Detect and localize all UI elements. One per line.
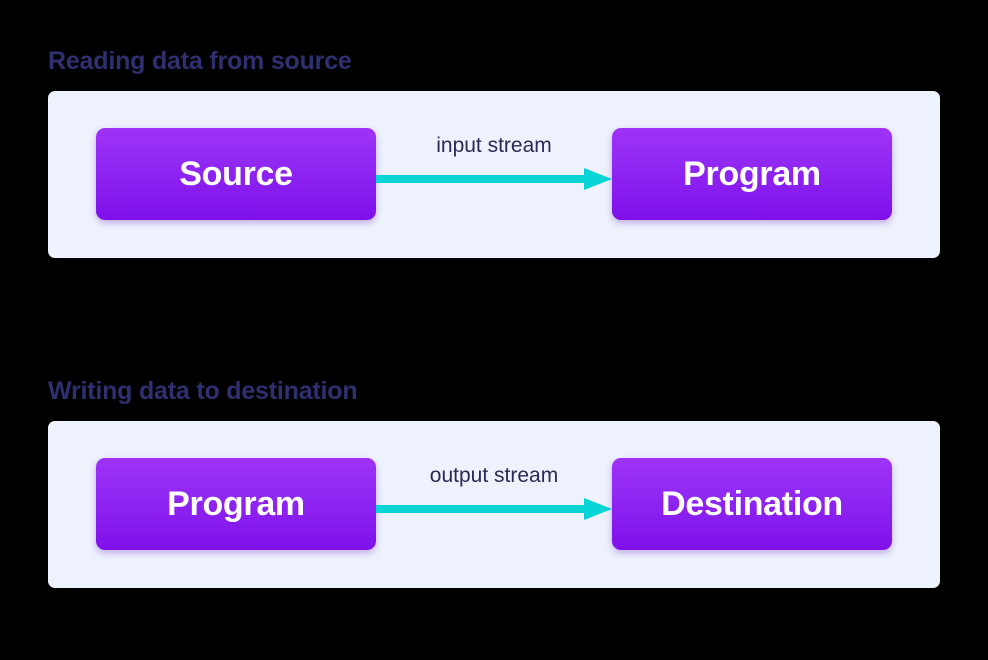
arrow-right-icon [376,168,612,190]
node-program-reading: Program [612,128,892,220]
arrow-right-icon [376,498,612,520]
node-destination-label: Destination [661,485,843,523]
diagram-panel-writing: Program output stream Destination [48,421,940,588]
arrow-output-stream: output stream [376,458,612,550]
diagram-panel-reading: Source input stream Program [48,91,940,258]
section-title-writing: Writing data to destination [48,377,358,405]
arrow-label-input-stream: input stream [436,134,552,157]
arrow-input-stream: input stream [376,128,612,220]
section-writing-data: Writing data to destination Program outp… [0,374,988,588]
section-reading-data: Reading data from source Source input st… [0,44,988,258]
section-title-reading: Reading data from source [48,47,352,75]
node-source: Source [96,128,376,220]
node-source-label: Source [179,155,293,193]
node-program-reading-label: Program [683,155,821,193]
node-destination: Destination [612,458,892,550]
node-program-writing: Program [96,458,376,550]
arrow-label-output-stream: output stream [429,464,559,487]
node-program-writing-label: Program [167,485,305,523]
